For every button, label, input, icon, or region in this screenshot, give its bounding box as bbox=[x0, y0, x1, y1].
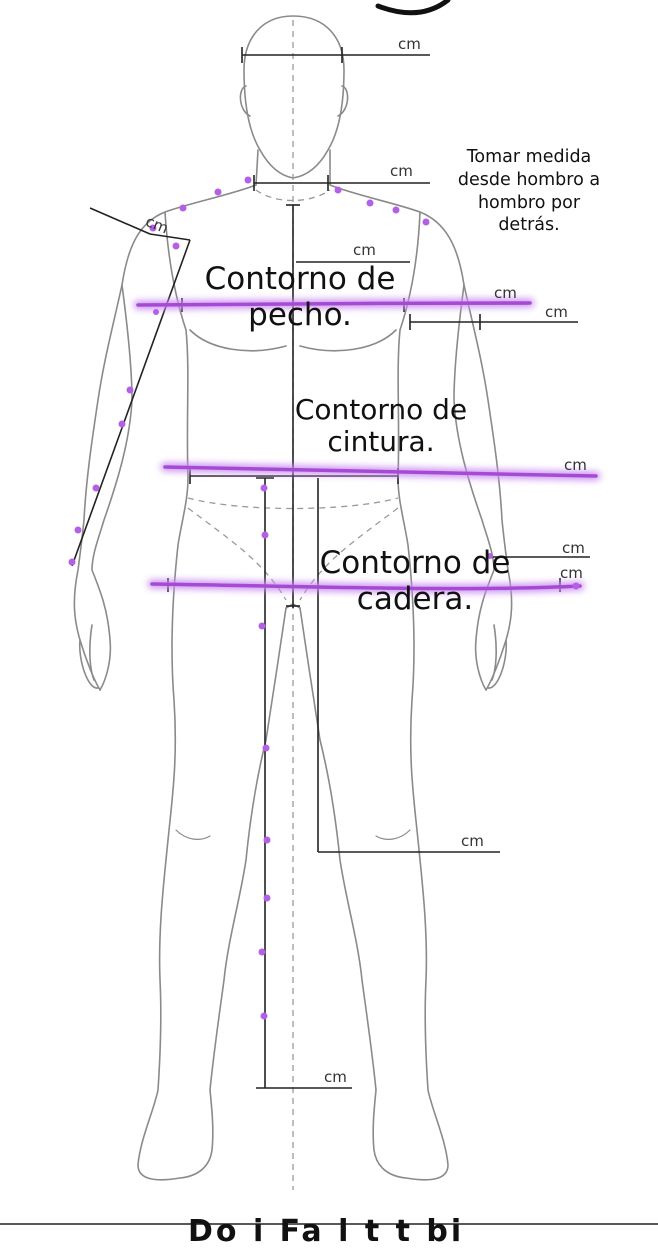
shoulder-note: Tomar medida desde hombro a hombro por d… bbox=[457, 147, 601, 236]
hip-highlight-line bbox=[150, 582, 582, 591]
chest-label: Contorno de pecho. bbox=[204, 261, 396, 333]
neck-unit-label: cm bbox=[390, 162, 413, 180]
waist-label: Contorno de cintura. bbox=[294, 393, 468, 459]
chest-highlight-line bbox=[136, 301, 532, 307]
bicep-unit-label: cm bbox=[545, 303, 568, 321]
purple-highlights bbox=[68, 176, 601, 1020]
footer-text: Do i Fa l t t bi bbox=[188, 1214, 465, 1249]
inseam-unit-label: cm bbox=[461, 832, 484, 850]
waist-highlight-line bbox=[163, 465, 598, 478]
chest-unit-label: cm bbox=[494, 284, 517, 302]
length-unit-label: cm bbox=[324, 1068, 347, 1086]
waist-unit-label: cm bbox=[564, 456, 587, 474]
logo-stroke bbox=[375, 0, 451, 16]
head-unit-label: cm bbox=[398, 35, 421, 53]
hip-unit-label: cm bbox=[560, 564, 583, 582]
hip-upper-unit-label: cm bbox=[562, 539, 585, 557]
highlight-dots bbox=[68, 176, 580, 1020]
torso-unit-label: cm bbox=[353, 241, 376, 259]
body-outline bbox=[73, 15, 513, 1181]
hip-label: Contorno de cadera. bbox=[319, 545, 511, 617]
